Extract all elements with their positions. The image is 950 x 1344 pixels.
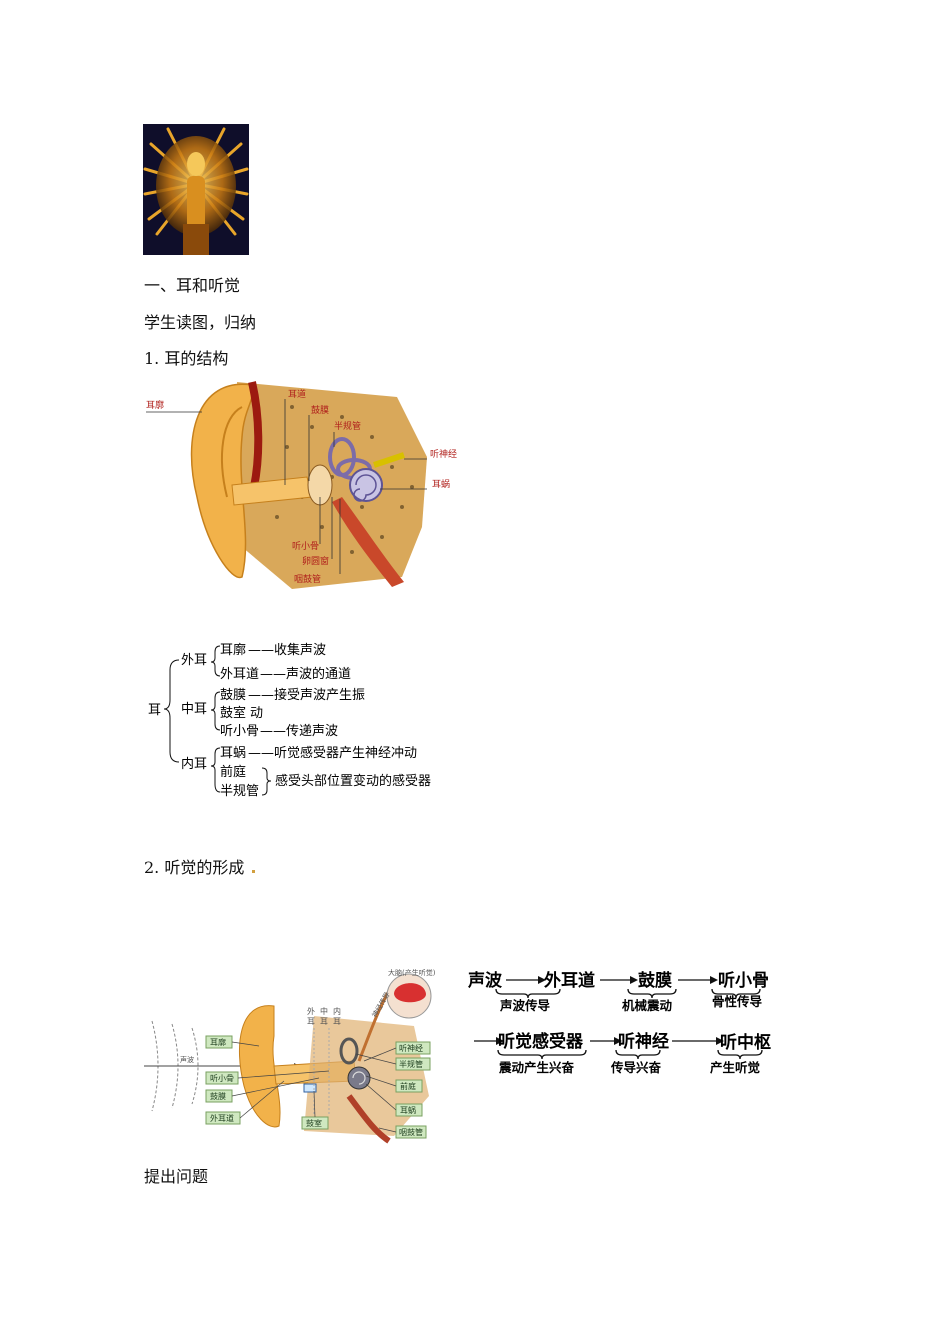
flow-node: 听中枢: [720, 1032, 771, 1053]
right-label-boxes: 听神经 半规管 前庭 耳蜗 咽鼓管: [395, 1041, 431, 1139]
tree-middle-label: 中耳: [181, 702, 207, 717]
tree-outer-item-desc: ——收集声波: [248, 642, 326, 658]
hearing-pathway-diagram: 大脑(产生听觉) 外 中 内 耳 耳 耳 声波 神经传导 耳廓 听小骨 鼓膜 外…: [144, 968, 436, 1144]
label-semicircular: 半规管: [334, 420, 361, 432]
tree-middle-item-desc: 动: [250, 706, 263, 721]
flow-node: 外耳道: [544, 970, 595, 991]
box-tympanic: 鼓室: [306, 1118, 322, 1128]
tree-inner-item-name: 耳蜗: [220, 745, 246, 761]
tree-inner-label: 内耳: [181, 756, 207, 772]
box-eustachian: 咽鼓管: [399, 1127, 423, 1137]
box-ear-canal: 外耳道: [210, 1113, 234, 1123]
left-label-boxes: 耳廓 听小骨 鼓膜 外耳道 鼓室: [205, 1035, 329, 1130]
tree-inner-group-desc: 感受头部位置变动的感受器: [275, 773, 431, 789]
label-brain: 大脑(产生听觉): [388, 968, 436, 977]
hearing-formation-heading: 2. 听觉的形成: [144, 858, 245, 877]
tree-middle-item-name: 鼓膜: [220, 688, 246, 703]
question-text: 提出问题: [144, 1167, 209, 1186]
tree-middle-item-name: 鼓室: [220, 705, 246, 721]
box-vestibule: 前庭: [400, 1081, 416, 1091]
label-outer: 外: [307, 1006, 315, 1016]
box-ossicles: 听小骨: [210, 1074, 234, 1083]
small-marker: [252, 870, 255, 873]
box-auditory-nerve: 听神经: [399, 1043, 423, 1053]
label-eardrum: 鼓膜: [311, 404, 329, 416]
statue-photo: [143, 124, 249, 255]
flow-note: 震动产生兴奋: [498, 1060, 575, 1075]
ear-structure-tree: 耳 外耳 中耳 内耳 耳廓 ——收集声波 外耳道 ——声波的通道 鼓膜 ——接受…: [148, 642, 431, 799]
label-ossicles: 听小骨: [292, 541, 319, 552]
box-cochlea: 耳蜗: [400, 1105, 416, 1115]
box-auricle: 耳廓: [210, 1037, 226, 1047]
flow-node: 听小骨: [718, 970, 769, 991]
label-ear-canal: 耳道: [288, 388, 306, 400]
instruction-text: 学生读图，归纳: [144, 313, 257, 332]
label-inner: 内: [333, 1006, 341, 1016]
label-round-window: 卵圆窗: [302, 555, 329, 567]
flow-note: 传导兴奋: [610, 1060, 662, 1075]
tree-outer-item-name: 外耳道: [220, 667, 259, 682]
flow-node: 鼓膜: [638, 970, 672, 991]
label-auricle: 耳廓: [146, 399, 164, 411]
label-cochlea: 耳蜗: [432, 479, 450, 490]
section1-heading: 一、耳和听觉: [144, 276, 241, 295]
hearing-flow-chart: 声波 外耳道 鼓膜 听小骨 声波传导 机械震动 骨性传导 听觉感受器 听神经 听…: [467, 970, 771, 1075]
flow-node: 听觉感受器: [498, 1031, 584, 1052]
label-ear-outer: 耳: [307, 1017, 315, 1026]
ear-structure-heading: 1. 耳的结构: [144, 349, 229, 368]
flow-node: 听神经: [618, 1031, 669, 1052]
flow-note: 骨性传导: [712, 994, 763, 1009]
ear-anatomy-diagram: 耳廓 耳道 鼓膜 半规管 听神经 耳蜗 听小骨 卵圆窗 咽鼓管: [146, 381, 457, 589]
label-ear-middle: 耳: [320, 1017, 328, 1026]
box-eardrum: 鼓膜: [210, 1091, 226, 1101]
tree-outer-label: 外耳: [181, 653, 207, 668]
tree-outer-item-name: 耳廓: [220, 642, 246, 658]
flow-note: 声波传导: [499, 998, 551, 1013]
tree-middle-item-desc: ——传递声波: [260, 724, 338, 739]
label-eustachian: 咽鼓管: [294, 573, 321, 585]
tree-middle-item-desc: ——接受声波产生振: [248, 687, 365, 703]
label-ear-inner: 耳: [333, 1017, 341, 1026]
label-sound: 声波: [180, 1055, 194, 1064]
flow-note: 产生听觉: [710, 1060, 761, 1075]
label-middle: 中: [320, 1006, 328, 1016]
flow-note: 机械震动: [622, 998, 673, 1013]
tree-inner-item-name: 前庭: [220, 764, 246, 780]
tree-inner-item-name: 半规管: [220, 784, 259, 799]
tree-root: 耳: [148, 703, 161, 718]
tree-outer-item-desc: ——声波的通道: [260, 666, 351, 682]
box-semicircular: 半规管: [399, 1059, 423, 1069]
tree-middle-item-name: 听小骨: [220, 724, 259, 739]
flow-node: 声波: [467, 970, 503, 991]
label-auditory-nerve: 听神经: [430, 448, 457, 460]
tree-inner-item-desc: ——听觉感受器产生神经冲动: [248, 745, 417, 761]
